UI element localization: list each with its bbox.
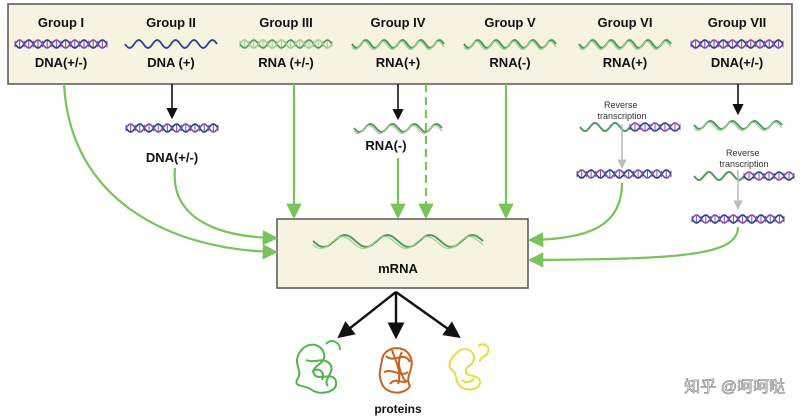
group-2-genome: DNA (+) bbox=[147, 55, 195, 70]
group-4-intermediate-label: RNA(-) bbox=[365, 138, 406, 153]
arrow-to-protein-right bbox=[395, 291, 461, 338]
group-2-intermediate-label: DNA(+/-) bbox=[146, 150, 198, 165]
arrow-to-protein-left bbox=[337, 291, 397, 339]
black-arrows bbox=[166, 84, 744, 121]
group-7-strand-icon bbox=[690, 39, 784, 49]
group-1-to-mrna-arrow bbox=[62, 83, 279, 260]
group-4-strand-icon bbox=[351, 38, 445, 51]
group-6-hybrid-icon bbox=[579, 121, 681, 133]
group-2-strand-icon bbox=[124, 39, 218, 49]
group-1-genome: DNA(+/-) bbox=[35, 55, 87, 70]
group-7-hybrid-icon-dna-part bbox=[743, 171, 795, 181]
group-2-dsdna-icon bbox=[125, 123, 219, 133]
protein-arrows bbox=[337, 291, 461, 340]
intermediate-strand-icons bbox=[125, 119, 795, 224]
genome-labels: DNA(+/-) DNA (+) RNA (+/-) RNA(+) RNA(-)… bbox=[35, 55, 763, 70]
mrna-wave bbox=[312, 233, 484, 250]
header-strand-icons bbox=[14, 38, 784, 51]
group-3-strand-icon bbox=[239, 39, 333, 49]
group-6-reverse-transcription-label: Reverse transcription bbox=[597, 100, 646, 121]
proteins-label: proteins bbox=[374, 402, 422, 416]
group-6-hybrid-icon-dna-part bbox=[629, 122, 681, 132]
group-7-rna-icon bbox=[693, 119, 783, 132]
watermark: 知乎 @呵呵哒 bbox=[684, 378, 785, 396]
group-7-dsdna-icon bbox=[691, 214, 785, 224]
group-4-genome: RNA(+) bbox=[376, 55, 420, 70]
group-2-title: Group II bbox=[146, 15, 196, 30]
group-titles: Group I Group II Group III Group IV Grou… bbox=[38, 15, 766, 30]
green-protein-icon bbox=[295, 340, 341, 394]
group-7-hybrid-icon bbox=[693, 170, 795, 182]
yellow-protein-icon bbox=[448, 343, 490, 391]
group-6-genome: RNA(+) bbox=[603, 55, 647, 70]
group-2-to-mrna-arrow bbox=[173, 167, 279, 246]
group-4-title: Group IV bbox=[371, 15, 426, 30]
group-3-genome: RNA (+/-) bbox=[258, 55, 314, 70]
group-1-strand-icon bbox=[14, 39, 108, 49]
group-3-title: Group III bbox=[259, 15, 312, 30]
mrna-strand-icon bbox=[312, 233, 484, 250]
group-7-title: Group VII bbox=[708, 15, 767, 30]
mrna-box bbox=[276, 218, 529, 289]
mrna-label: mRNA bbox=[378, 261, 418, 276]
group-6-title: Group VI bbox=[598, 15, 653, 30]
group-5-genome: RNA(-) bbox=[489, 55, 530, 70]
group-7-genome: DNA(+/-) bbox=[711, 55, 763, 70]
green-arrows bbox=[62, 83, 740, 268]
orange-protein-icon bbox=[378, 347, 413, 394]
group-6-dsdna-icon bbox=[576, 169, 672, 179]
group-7-to-mrna-arrow bbox=[527, 226, 740, 268]
group-7-reverse-transcription-label: Reverse transcription bbox=[719, 148, 768, 169]
gray-arrows bbox=[617, 124, 743, 210]
group-6-strand-icon bbox=[578, 38, 672, 51]
group-5-title: Group V bbox=[484, 15, 536, 30]
group-5-strand-icon bbox=[463, 38, 557, 51]
group-6-to-mrna-arrow bbox=[527, 182, 624, 248]
group-4-minus-rna-icon bbox=[353, 122, 443, 135]
group-1-title: Group I bbox=[38, 15, 84, 30]
